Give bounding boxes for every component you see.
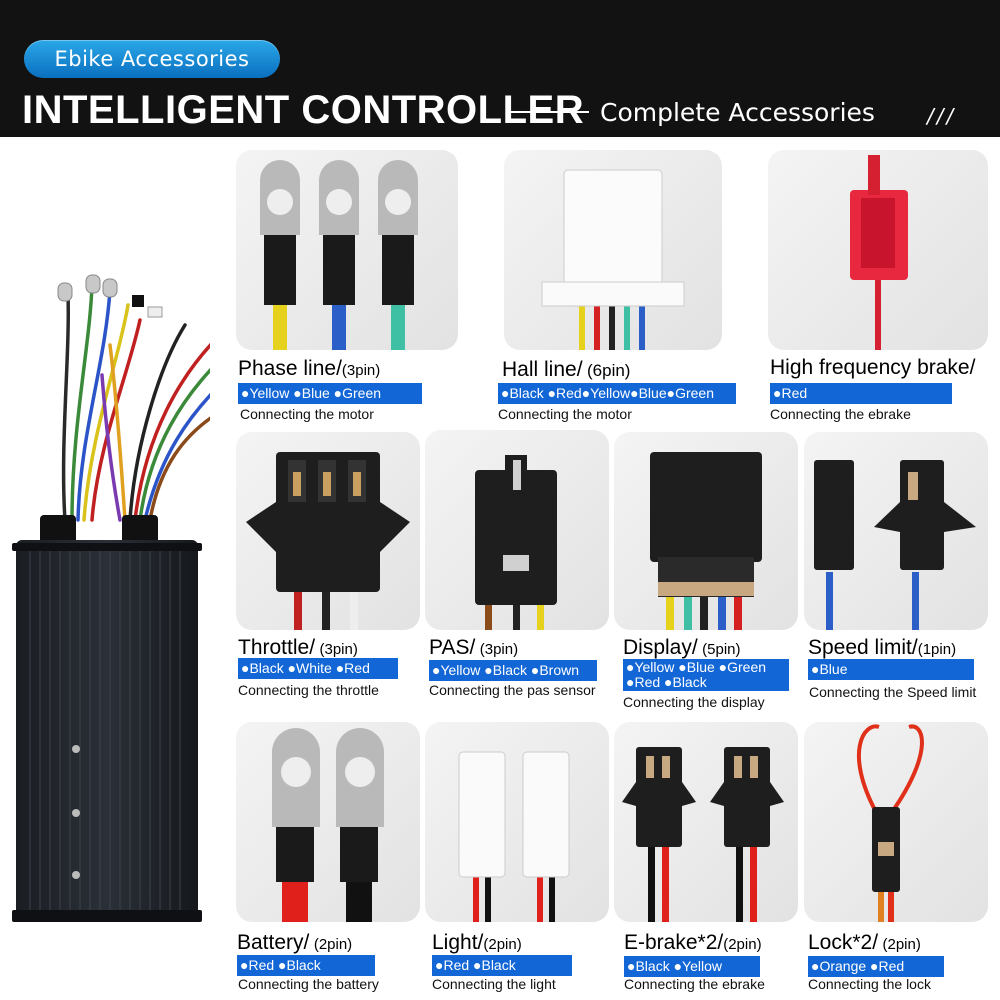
page-title: INTELLIGENT CONTROLLER (22, 88, 585, 132)
battery-colors: ●Red ●Black (237, 955, 375, 976)
hall-line-description: Connecting the motor (498, 406, 632, 422)
speed-limit-description: Connecting the Speed limit (809, 684, 977, 700)
hall-line-title: Hall line/ (6pin) (502, 358, 631, 381)
controller-image (10, 265, 222, 930)
pas-description: Connecting the pas sensor (429, 682, 596, 698)
decorative-slashes: /// (927, 104, 957, 128)
throttle-colors: ●Black ●White ●Red (238, 658, 398, 679)
ebrake-colors: ●Black ●Yellow (624, 956, 760, 977)
battery-description: Connecting the battery (238, 976, 379, 992)
display-description: Connecting the display (623, 694, 765, 710)
throttle-title: Throttle/ (3pin) (238, 636, 358, 659)
hall-line-colors: ●Black ●Red●Yellow●Blue●Green (498, 383, 736, 404)
light-description: Connecting the light (432, 976, 556, 992)
battery-image (236, 722, 420, 922)
lock-description: Connecting the lock (808, 976, 931, 992)
speed-limit-image (804, 432, 988, 630)
brake-connector-image (768, 150, 988, 350)
speed-limit-title: Speed limit/(1pin) (808, 636, 957, 659)
phase-line-colors: ●Yellow ●Blue ●Green (238, 383, 422, 404)
light-colors: ●Red ●Black (432, 955, 572, 976)
pas-image (425, 430, 609, 630)
page-subtitle: Complete Accessories (600, 98, 875, 127)
light-image (425, 722, 609, 922)
category-badge: Ebike Accessories (24, 40, 280, 78)
phase-line-title: Phase line/(3pin) (238, 357, 381, 380)
ebrake-description: Connecting the ebrake (624, 976, 765, 992)
hall-line-image (504, 150, 722, 350)
display-title: Display/ (5pin) (623, 636, 741, 659)
brake-title: High frequency brake/ (770, 356, 976, 379)
phase-line-description: Connecting the motor (240, 406, 374, 422)
ebrake-title: E-brake*2/(2pin) (624, 931, 762, 954)
battery-title: Battery/ (2pin) (237, 931, 353, 954)
throttle-description: Connecting the throttle (238, 682, 379, 698)
lock-image (804, 722, 988, 922)
light-title: Light/(2pin) (432, 931, 522, 954)
brake-colors: ●Red (770, 383, 952, 404)
pas-title: PAS/ (3pin) (429, 636, 519, 659)
phase-line-image (236, 150, 458, 350)
header-banner: Ebike Accessories INTELLIGENT CONTROLLER… (0, 0, 1000, 137)
display-colors: ●Yellow ●Blue ●Green ●Red ●Black (623, 659, 789, 691)
display-image (614, 432, 798, 630)
lock-title: Lock*2/ (2pin) (808, 931, 921, 954)
throttle-image (236, 432, 420, 630)
ebrake-image (614, 722, 798, 922)
title-divider (507, 111, 589, 113)
speed-limit-colors: ●Blue (808, 659, 974, 680)
lock-colors: ●Orange ●Red (808, 956, 944, 977)
pas-colors: ●Yellow ●Black ●Brown (429, 660, 597, 681)
brake-description: Connecting the ebrake (770, 406, 911, 422)
category-badge-label: Ebike Accessories (54, 47, 250, 71)
